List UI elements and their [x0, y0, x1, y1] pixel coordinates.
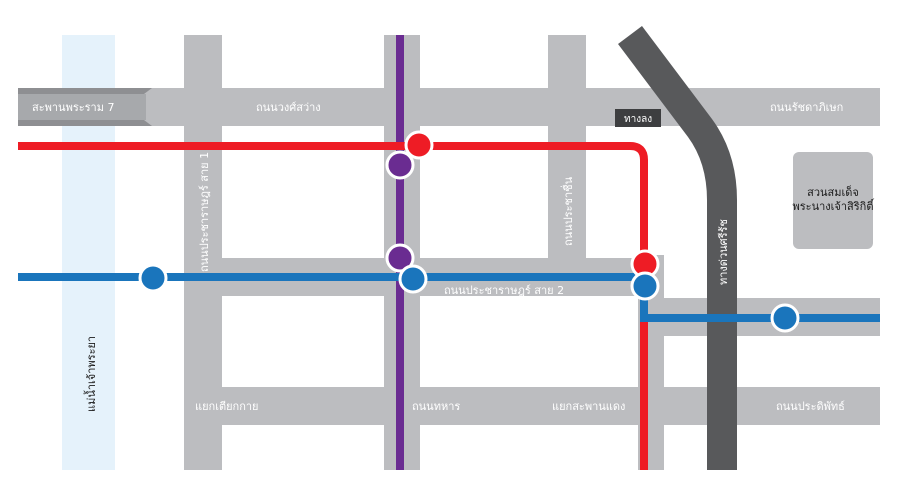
- label-pracharat-sai1: ถนนประชาราษฎร์ สาย 1: [198, 152, 211, 272]
- park-area: [793, 152, 873, 249]
- station-purple-south[interactable]: [385, 243, 415, 273]
- station-purple-north[interactable]: [385, 150, 415, 180]
- bridge-rama7-bottom: [18, 120, 152, 126]
- bridge-rama7: [18, 88, 152, 94]
- label-wongsawang: ถนนวงศ์สว่าง: [256, 101, 321, 114]
- station-red-north[interactable]: [404, 130, 434, 160]
- station-blue-interchange[interactable]: [398, 264, 428, 294]
- label-park-line1: สวนสมเด็จ: [807, 185, 859, 199]
- label-park-line2: พระนางเจ้าสิริกิติ์: [793, 198, 876, 213]
- label-pracharuen: ถนนประชาชื่น: [560, 176, 575, 246]
- bridge-rama7-deck: [18, 94, 146, 120]
- road-wongsawang: [18, 88, 880, 126]
- label-thahan: ถนนทหาร: [412, 400, 460, 413]
- label-exit-ramp: ทางลง: [624, 114, 652, 125]
- label-tiakkai: แยกเตียกกาย: [195, 400, 259, 413]
- label-river: แม่น้ำเจ้าพระยา: [83, 336, 98, 412]
- road-pradiphat: [184, 387, 880, 425]
- label-saphan-daeng: แยกสะพานแดง: [552, 400, 625, 413]
- exit-ramp-box: [615, 109, 661, 127]
- label-expressway: ทางด่วนศรีรัช: [717, 219, 730, 285]
- expressway-sri-rat: [618, 25, 737, 470]
- station-blue-east1[interactable]: [630, 271, 660, 301]
- label-ratchada: ถนนรัชดาภิเษก: [770, 101, 843, 114]
- station-blue-east2[interactable]: [770, 303, 800, 333]
- label-pradiphat: ถนนประดิพัทธ์: [776, 400, 845, 413]
- label-bridge-rama7: สะพานพระราม 7: [32, 101, 114, 114]
- station-blue-west[interactable]: [138, 263, 168, 293]
- label-pracharat-sai2: ถนนประชาราษฎร์ สาย 2: [444, 284, 564, 297]
- red-line: [18, 142, 648, 470]
